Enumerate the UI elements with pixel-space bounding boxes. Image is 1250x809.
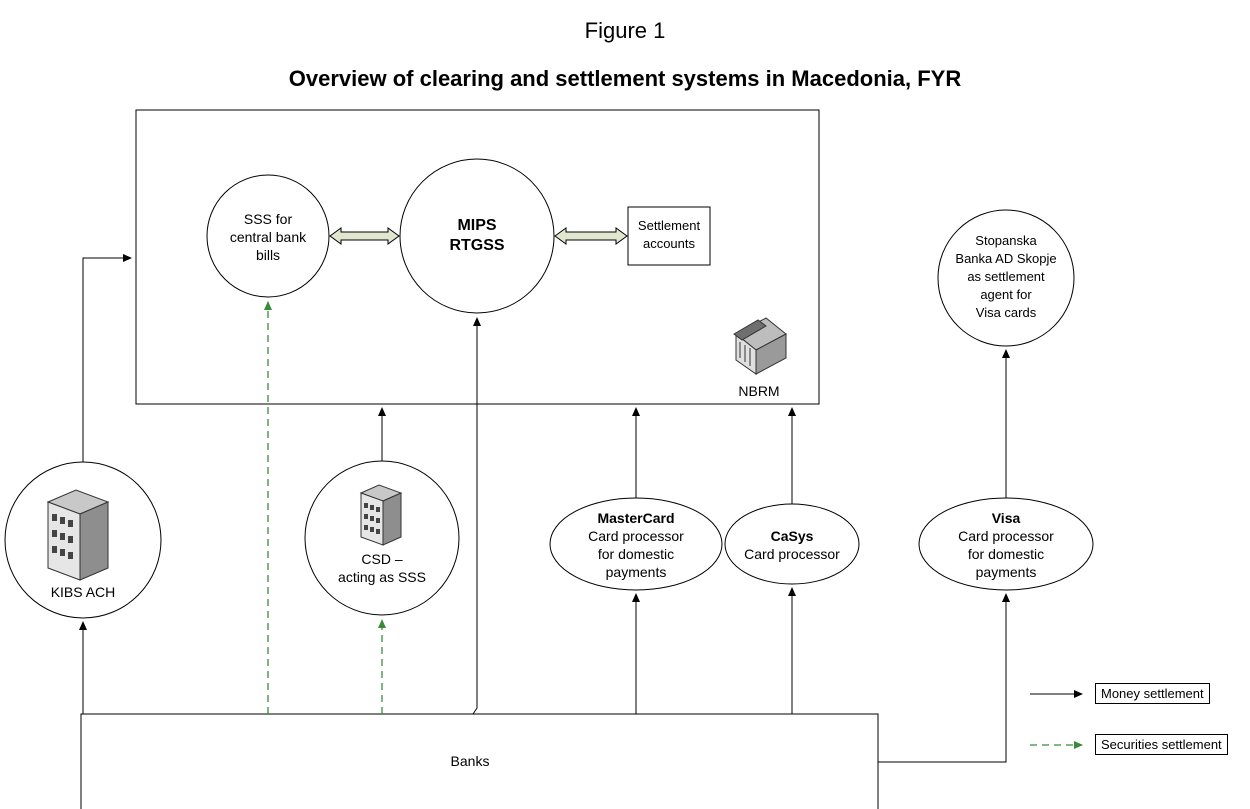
mips-settlement-double-arrow	[554, 227, 628, 245]
csd-label: CSD – acting as SSS	[338, 551, 426, 585]
kibs-label: KIBS ACH	[50, 584, 116, 600]
visa-title: Visa	[991, 510, 1021, 526]
casys-title: CaSys	[770, 528, 814, 544]
mastercard-title: MasterCard	[597, 510, 675, 526]
settlement-accounts-label: Settlement accounts	[637, 218, 701, 251]
stopanska-label: Stopanska Banka AD Skopje as settlement …	[955, 233, 1057, 320]
office-building-icon	[46, 489, 110, 581]
bank-building-icon	[733, 317, 787, 375]
sss-mips-double-arrow	[329, 227, 400, 245]
sss-label: SSS for central bank bills	[229, 211, 307, 263]
figure-title: Overview of clearing and settlement syst…	[288, 66, 962, 91]
mastercard-label: MasterCard Card processor for domestic p…	[550, 509, 722, 581]
visa-label: Visa Card processor for domestic payment…	[919, 509, 1093, 581]
figure-label: Figure 1	[584, 18, 666, 43]
banks-box	[80, 713, 879, 809]
office-building-icon	[359, 484, 403, 546]
money-settlement-arrows	[79, 254, 1083, 763]
sss-circle	[206, 174, 330, 298]
banks-label: Banks	[450, 753, 490, 769]
visa-body: Card processor for domestic payments	[958, 528, 1054, 580]
mips-circle	[399, 158, 555, 314]
settlement-accounts-box	[627, 206, 711, 266]
mastercard-body: Card processor for domestic payments	[588, 528, 684, 580]
mips-label-line1: MIPS	[457, 217, 497, 234]
mips-label-line2: RTGSS	[449, 237, 505, 254]
nbrm-label: NBRM	[738, 383, 780, 399]
legend-securities-settlement: Securities settlement	[1095, 734, 1228, 755]
casys-label: CaSys Card processor	[725, 527, 859, 563]
legend-money-settlement: Money settlement	[1095, 683, 1210, 704]
securities-settlement-arrows	[264, 301, 1083, 749]
stopanska-circle	[937, 209, 1075, 347]
mips-label: MIPS RTGSS	[400, 216, 554, 256]
casys-body: Card processor	[744, 546, 840, 562]
